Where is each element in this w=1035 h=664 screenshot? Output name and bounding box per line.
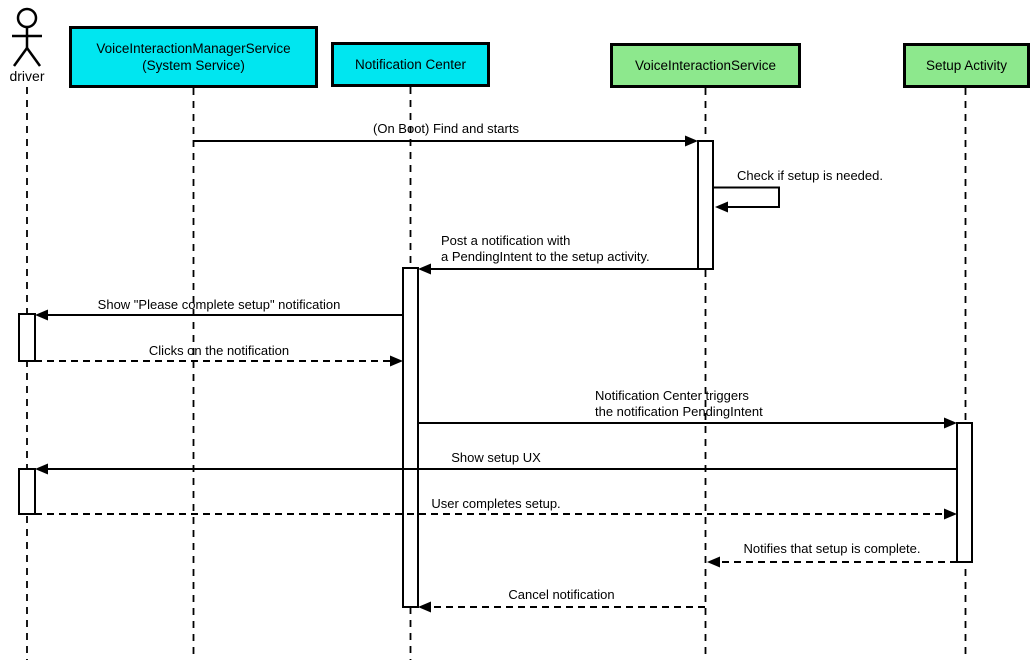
message-arrow-notify-setup-complete [707, 556, 957, 568]
message-arrow-on-boot-find-and-starts [194, 135, 698, 147]
activation-bar-setup-activity [956, 422, 973, 563]
message-arrow-clicks-notification [35, 355, 403, 367]
message-label-clicks-notification: Clicks on the notification [148, 343, 290, 358]
participant-box-vims: VoiceInteractionManagerService (System S… [69, 26, 318, 88]
message-label-user-completes-setup: User completes setup. [431, 496, 561, 511]
participant-box-voice-interaction-service: VoiceInteractionService [610, 43, 801, 88]
activation-bar-driver-1 [18, 313, 36, 362]
message-arrow-trigger-pendingintent [418, 417, 957, 429]
message-arrow-check-if-setup-needed [713, 186, 780, 213]
participant-box-setup-activity: Setup Activity [903, 43, 1030, 88]
activation-bar-driver-2 [18, 468, 36, 515]
message-label-trigger-pendingintent: Notification Center triggers the notific… [595, 388, 763, 419]
message-label-on-boot-find-and-starts: (On Boot) Find and starts [373, 121, 519, 136]
message-label-notify-setup-complete: Notifies that setup is complete. [743, 541, 921, 556]
participant-box-notification-center: Notification Center [331, 42, 490, 87]
message-arrow-post-notification [418, 263, 698, 275]
message-label-cancel-notification: Cancel notification [508, 587, 615, 602]
actor-label-driver: driver [9, 68, 45, 84]
message-arrow-show-setup-ux [35, 463, 957, 475]
actor-figure-driver [12, 7, 42, 67]
activation-bar-voice-interaction-service [697, 140, 714, 270]
message-arrow-user-completes-setup [35, 508, 957, 520]
message-label-check-if-setup-needed: Check if setup is needed. [737, 168, 883, 183]
message-label-show-setup-ux: Show setup UX [451, 450, 541, 465]
message-arrow-show-setup-notification [35, 309, 403, 321]
message-arrow-cancel-notification [418, 601, 705, 613]
message-label-post-notification: Post a notification with a PendingIntent… [441, 233, 650, 264]
activation-bar-notification-center [402, 267, 419, 608]
message-label-show-setup-notification: Show "Please complete setup" notificatio… [97, 297, 341, 312]
